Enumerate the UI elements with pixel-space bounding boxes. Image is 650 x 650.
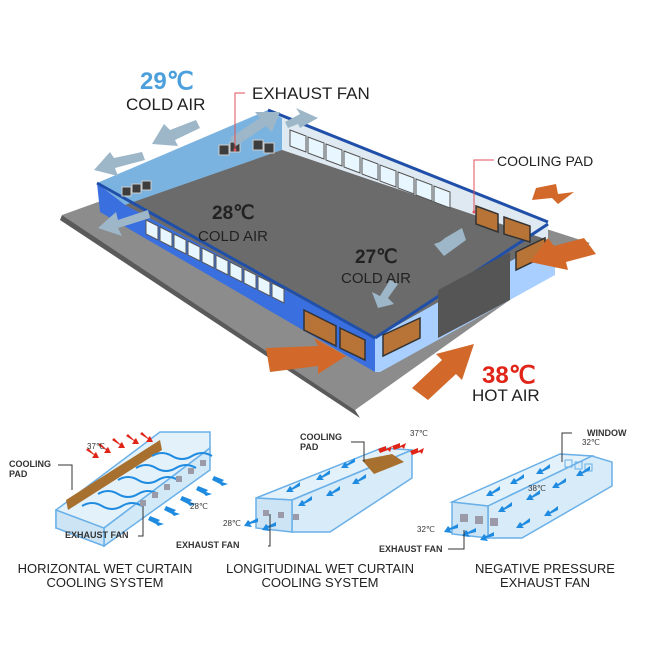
sub3-caption-line2: EXHAUST FAN — [499, 575, 591, 590]
sub1-exhaust-fan-callout: EXHAUST FAN — [65, 530, 129, 540]
sub-diagram-longitudinal — [244, 441, 424, 547]
sub3-temp-window: 32℃ — [582, 438, 600, 447]
cooling-pads — [303, 204, 546, 362]
sub2-caption: LONGITUDINAL WET CURTAIN COOLING SYSTEM — [215, 562, 425, 590]
sub1-caption: HORIZONTAL WET CURTAIN COOLING SYSTEM — [5, 562, 205, 590]
sub3-caption-line1: NEGATIVE PRESSURE — [475, 561, 615, 576]
sub3-temp-inside: 38℃ — [528, 484, 546, 493]
cold-air-arrows — [94, 108, 466, 308]
sub1-cooling-pad-line2: PAD — [9, 469, 28, 479]
sub2-caption-line1: LONGITUDINAL WET CURTAIN — [225, 561, 415, 576]
sub1-caption-line1: HORIZONTAL WET CURTAIN — [17, 561, 193, 576]
inside-left-temp: 28℃ — [212, 203, 255, 224]
sub3-caption: NEGATIVE PRESSURE EXHAUST FAN — [445, 562, 645, 590]
cooling-pad-callout-line — [473, 159, 494, 212]
sub3-exhaust-fan-callout: EXHAUST FAN — [379, 544, 443, 554]
outside-intake-temp: 38℃ — [482, 362, 536, 389]
sub1-caption-line2: COOLING SYSTEM — [46, 575, 164, 590]
sub3-window-callout: WINDOW — [587, 428, 627, 438]
inside-right-temp: 27℃ — [355, 247, 398, 268]
outside-exhaust-temp: 29℃ — [140, 68, 194, 95]
sub3-temp-out: 32℃ — [417, 525, 435, 534]
window-row-front — [145, 219, 285, 304]
inside-right-label: COLD AIR — [341, 270, 412, 287]
sub-diagram-negative-pressure — [444, 432, 613, 550]
exhaust-fan-callout: EXHAUST FAN — [252, 84, 370, 103]
window-row-back — [289, 129, 451, 209]
outside-intake-label: HOT AIR — [472, 386, 540, 405]
sub1-temp-in: 37℃ — [87, 442, 105, 451]
sub1-cooling-pad-line1: COOLING — [9, 459, 51, 469]
sub2-temp-out: 28℃ — [223, 519, 241, 528]
cooling-pad-callout: COOLING PAD — [497, 153, 594, 169]
outside-exhaust-label: COLD AIR — [126, 95, 206, 114]
sub2-temp-in: 37℃ — [410, 429, 428, 438]
sub1-temp-out: 28℃ — [190, 502, 208, 511]
sub2-caption-line2: COOLING SYSTEM — [261, 575, 379, 590]
exhaust-fan-callout-line — [234, 92, 245, 150]
inside-left-label: COLD AIR — [198, 228, 269, 245]
sub-diagram-horizontal — [55, 431, 228, 548]
hot-air-arrows — [266, 184, 596, 400]
sub2-exhaust-fan-callout: EXHAUST FAN — [176, 540, 240, 550]
sub2-cooling-pad-line2: PAD — [300, 442, 319, 452]
sub2-cooling-pad-line1: COOLING — [300, 432, 342, 442]
